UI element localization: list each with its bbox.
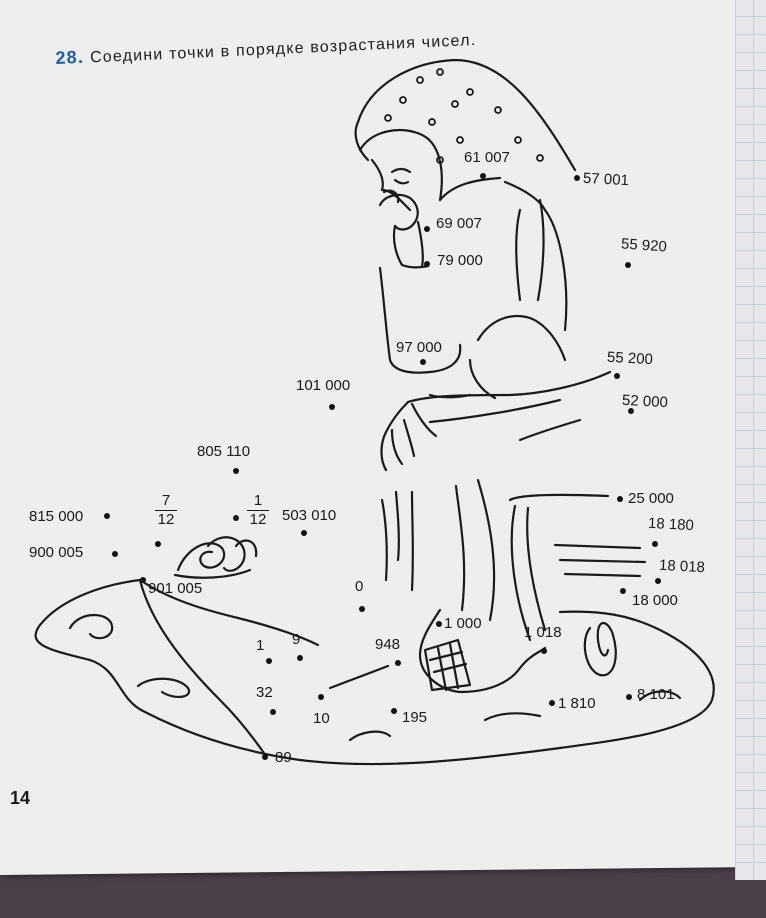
point-dot bbox=[549, 700, 555, 706]
point-dot bbox=[270, 709, 276, 715]
point-label: 79 000 bbox=[437, 252, 483, 269]
point-dot bbox=[626, 694, 632, 700]
point-dot bbox=[614, 373, 620, 379]
point-dot bbox=[301, 530, 307, 536]
point-label: 69 007 bbox=[436, 215, 482, 232]
point-dot bbox=[233, 468, 239, 474]
point-label: 25 000 bbox=[628, 490, 674, 507]
point-dot bbox=[318, 694, 324, 700]
point-label: 0 bbox=[355, 578, 364, 595]
point-dot bbox=[297, 655, 303, 661]
point-dot bbox=[112, 551, 118, 557]
point-label: 89 bbox=[275, 749, 292, 766]
point-dot bbox=[262, 754, 268, 760]
point-dot bbox=[395, 660, 401, 666]
point-dot bbox=[620, 588, 626, 594]
point-label: 901 005 bbox=[148, 580, 203, 597]
point-label: 948 bbox=[375, 636, 401, 653]
point-dot bbox=[424, 261, 430, 267]
point-label: 52 000 bbox=[621, 391, 669, 412]
point-label: 1 810 bbox=[558, 695, 596, 712]
point-label: 97 000 bbox=[396, 339, 442, 356]
point-label: 195 bbox=[402, 709, 428, 726]
point-label: 1 000 bbox=[444, 615, 482, 632]
fraction-label: 1 12 bbox=[247, 492, 269, 529]
point-dot bbox=[233, 515, 239, 521]
point-dot bbox=[104, 513, 110, 519]
point-dot bbox=[155, 541, 161, 547]
point-label: 61 007 bbox=[464, 149, 510, 166]
point-label: 8 101 bbox=[637, 686, 675, 703]
point-dot bbox=[617, 496, 623, 502]
point-label: 57 001 bbox=[582, 169, 630, 190]
point-label: 18 180 bbox=[647, 514, 695, 535]
point-label: 55 200 bbox=[606, 348, 654, 369]
point-dot bbox=[652, 541, 658, 547]
point-label: 503 010 bbox=[282, 507, 337, 524]
point-dot bbox=[436, 621, 442, 627]
point-label: 32 bbox=[256, 684, 273, 701]
point-label: 18 018 bbox=[658, 556, 706, 577]
point-dot bbox=[266, 658, 272, 664]
point-label: 900 005 bbox=[29, 544, 84, 561]
adjacent-page-edge bbox=[735, 0, 766, 880]
point-dot bbox=[420, 359, 426, 365]
point-dot bbox=[480, 173, 486, 179]
point-dot bbox=[541, 648, 547, 654]
point-dot bbox=[574, 175, 580, 181]
point-label: 10 bbox=[313, 710, 330, 727]
fraction-denominator: 12 bbox=[157, 511, 175, 528]
fraction-numerator: 7 bbox=[155, 492, 177, 511]
point-label: 9 bbox=[292, 631, 301, 648]
point-dot bbox=[140, 577, 146, 583]
fraction-label: 7 12 bbox=[155, 492, 177, 529]
point-label: 1 bbox=[256, 637, 265, 654]
point-dot bbox=[391, 708, 397, 714]
point-label: 805 110 bbox=[197, 443, 251, 460]
point-dot bbox=[655, 578, 661, 584]
point-label: 815 000 bbox=[29, 508, 84, 525]
point-dot bbox=[329, 404, 335, 410]
point-dot bbox=[359, 606, 365, 612]
point-label: 1 018 bbox=[524, 624, 562, 641]
point-dot bbox=[628, 408, 634, 414]
point-dot bbox=[424, 226, 430, 232]
fraction-denominator: 12 bbox=[249, 511, 267, 528]
page-number: 14 bbox=[10, 788, 31, 808]
fraction-numerator: 1 bbox=[247, 492, 269, 511]
point-label: 55 920 bbox=[620, 235, 668, 256]
point-dot bbox=[625, 262, 631, 268]
point-label: 18 000 bbox=[632, 592, 678, 609]
point-label: 101 000 bbox=[296, 377, 351, 394]
